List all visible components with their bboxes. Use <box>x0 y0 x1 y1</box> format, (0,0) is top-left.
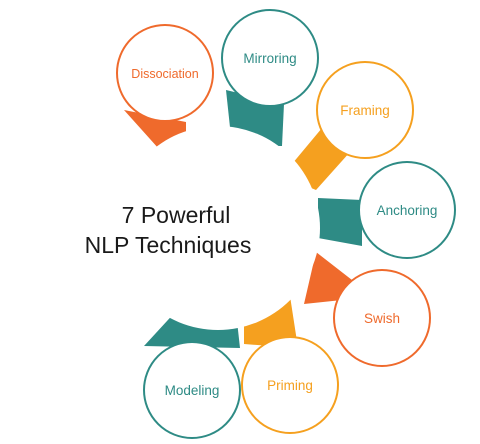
technique-node-framing[interactable]: Framing <box>316 61 414 159</box>
technique-label: Anchoring <box>377 203 438 218</box>
title-line-1: 7 Powerful <box>122 202 231 228</box>
circle-badge-icon <box>333 269 431 367</box>
circle-badge-icon <box>221 9 319 107</box>
connector-arm-swish <box>304 252 352 304</box>
technique-label: Mirroring <box>243 51 296 66</box>
circle-badge-icon <box>143 341 241 439</box>
center-circle <box>116 126 320 330</box>
technique-label: Priming <box>267 378 313 393</box>
technique-node-modeling[interactable]: Modeling <box>143 341 241 439</box>
technique-node-priming[interactable]: Priming <box>241 336 339 434</box>
technique-node-mirroring[interactable]: Mirroring <box>221 9 319 107</box>
circle-badge-icon <box>241 336 339 434</box>
connector-arm-anchoring <box>318 198 362 246</box>
technique-label: Dissociation <box>131 67 198 81</box>
circle-badge-icon <box>316 61 414 159</box>
technique-label: Swish <box>364 311 400 326</box>
circle-badge-icon <box>116 24 214 122</box>
center-hub: 7 Powerful NLP Techniques <box>85 126 320 330</box>
technique-label: Framing <box>340 103 390 118</box>
title-line-2: NLP Techniques <box>85 232 252 258</box>
circle-badge-icon <box>358 161 456 259</box>
technique-nodes: Dissociation MirroringFramingAnchoringSwi… <box>116 9 456 439</box>
technique-node-dissociation[interactable]: Dissociation <box>116 24 214 122</box>
technique-label: Modeling <box>165 383 220 398</box>
technique-node-anchoring[interactable]: Anchoring <box>358 161 456 259</box>
technique-node-swish[interactable]: Swish <box>333 269 431 367</box>
